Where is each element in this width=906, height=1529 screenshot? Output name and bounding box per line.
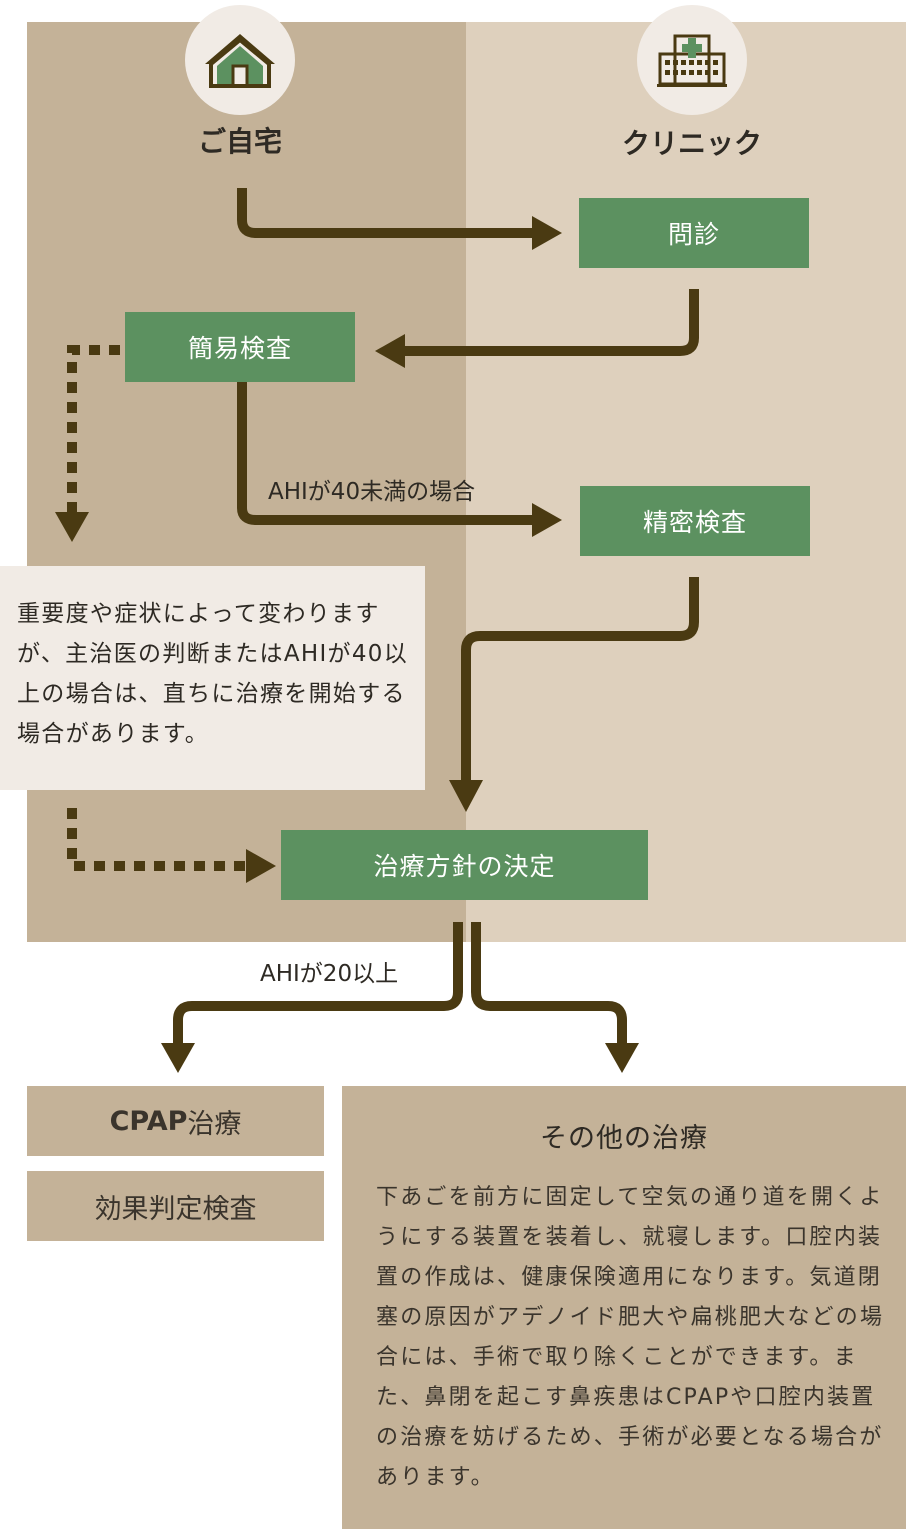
cpap-treatment-name: CPAP <box>109 1105 188 1137</box>
condition-ahi-under-40: AHIが40未満の場合 <box>268 479 476 505</box>
decision-box: 治療方針の決定 <box>281 830 648 900</box>
clinic-column <box>466 22 906 942</box>
other-treatment-title: その他の治療 <box>540 1123 708 1154</box>
condition-ahi-20-or-more: AHIが20以上 <box>260 961 399 987</box>
note-box: 重要度や症状によって変わりますが、主治医の判断またはAHIが40以上の場合は、直… <box>0 566 425 790</box>
clinic-label: クリニック <box>621 127 762 160</box>
other-treatment-description: 下あごを前方に固定して空気の通り道を開くようにする装置を装着し、就寝します。口腔… <box>376 1185 885 1490</box>
effect-test-box: 効果判定検査 <box>27 1171 324 1241</box>
simple-test-box: 簡易検査 <box>125 312 355 382</box>
house-icon <box>185 5 295 115</box>
cpap-treatment-suffix: 治療 <box>187 1108 242 1140</box>
detailed-test-box: 精密検査 <box>580 486 810 556</box>
hospital-icon <box>637 5 747 115</box>
interview-box: 問診 <box>579 198 809 268</box>
other-treatment-box: その他の治療 下あごを前方に固定して空気の通り道を開くようにする装置を装着し、就… <box>342 1086 906 1529</box>
home-label: ご自宅 <box>197 125 282 158</box>
